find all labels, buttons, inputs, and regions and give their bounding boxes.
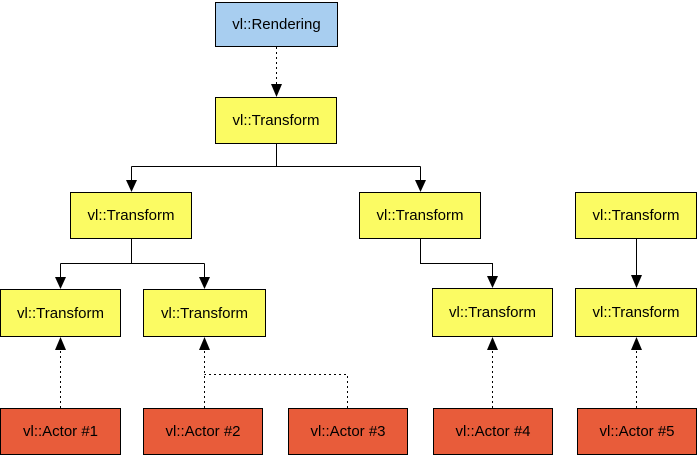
node-transform-root: vl::Transform — [215, 97, 337, 144]
arrowhead-down-icon — [271, 84, 282, 97]
node-rendering: vl::Rendering — [215, 2, 338, 47]
node-actor-2: vl::Actor #2 — [143, 408, 263, 455]
edge-segment — [420, 239, 493, 276]
node-transform-l2-right: vl::Transform — [359, 192, 481, 239]
arrowhead-up-icon — [199, 337, 210, 350]
node-transform-l3-1: vl::Transform — [0, 289, 121, 337]
edge-rendering-to-root-transform — [271, 47, 282, 97]
arrowhead-up-icon — [487, 337, 498, 350]
edge-actor5-to-transform — [631, 337, 642, 408]
node-actor-1: vl::Actor #1 — [0, 408, 121, 455]
edge-segment-dotted — [204, 374, 348, 408]
edge-l2-right-to-l3-child — [420, 239, 498, 288]
node-transform-l3-2: vl::Transform — [143, 289, 266, 337]
edge-actor1-to-transform — [55, 337, 66, 408]
node-transform-right-root: vl::Transform — [575, 192, 697, 239]
edge-actor2-to-transform — [199, 337, 210, 408]
node-transform-l2-left: vl::Transform — [70, 192, 192, 239]
edge-root-transform-to-l2-children — [126, 144, 426, 192]
arrowhead-down-icon — [55, 277, 66, 289]
node-transform-right-child: vl::Transform — [575, 288, 697, 337]
node-actor-5: vl::Actor #5 — [577, 408, 697, 455]
arrowhead-down-icon — [487, 276, 498, 288]
edge-right-root-to-right-child — [631, 239, 642, 288]
edge-actor4-to-transform — [487, 337, 498, 408]
node-transform-l3-3: vl::Transform — [432, 288, 553, 337]
arrowhead-down-icon — [415, 180, 426, 192]
node-actor-3: vl::Actor #3 — [288, 408, 408, 455]
edge-l2-left-to-l3-children — [55, 239, 210, 289]
arrowhead-up-icon — [631, 337, 642, 350]
node-actor-4: vl::Actor #4 — [433, 408, 553, 455]
edge-actor3-to-transform — [204, 374, 348, 408]
arrowhead-up-icon — [55, 337, 66, 350]
arrowhead-down-icon — [126, 180, 137, 192]
arrowhead-down-icon — [199, 277, 210, 289]
arrowhead-down-icon — [631, 275, 642, 288]
